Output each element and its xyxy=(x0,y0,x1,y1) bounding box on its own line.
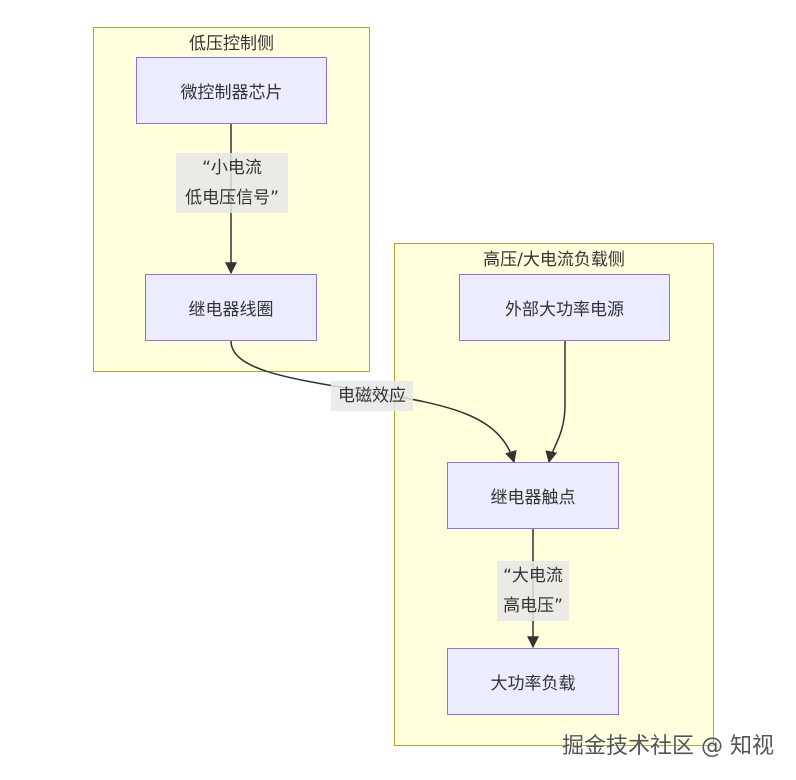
edge-power-to-contact xyxy=(545,341,566,464)
cluster-title-high-voltage: 高压/大电流负载侧 xyxy=(483,250,625,270)
edge-label-line: “小电流 xyxy=(202,158,262,178)
edge-label-line: 电磁效应 xyxy=(338,386,406,406)
watermark-text: 掘金技术社区 @ 知视 xyxy=(562,734,774,759)
cluster-title-low-voltage: 低压控制侧 xyxy=(189,34,274,54)
node-relay-contact: 继电器触点 xyxy=(447,462,619,529)
node-microcontroller-chip: 微控制器芯片 xyxy=(136,57,327,124)
node-relay-coil: 继电器线圈 xyxy=(145,274,317,341)
edge-label-small-current-signal: “小电流 低电压信号” xyxy=(176,153,288,213)
edge-label-high-current-voltage: “大电流 高电压” xyxy=(497,561,569,621)
edge-label-line: “大电流 xyxy=(503,566,563,586)
node-external-power-supply: 外部大功率电源 xyxy=(459,274,670,341)
edge-label-line: 高电压” xyxy=(503,596,563,616)
edge-label-electromagnetic-effect: 电磁效应 xyxy=(331,381,413,411)
node-high-power-load: 大功率负载 xyxy=(447,648,619,715)
edge-label-line: 低电压信号” xyxy=(185,188,279,208)
